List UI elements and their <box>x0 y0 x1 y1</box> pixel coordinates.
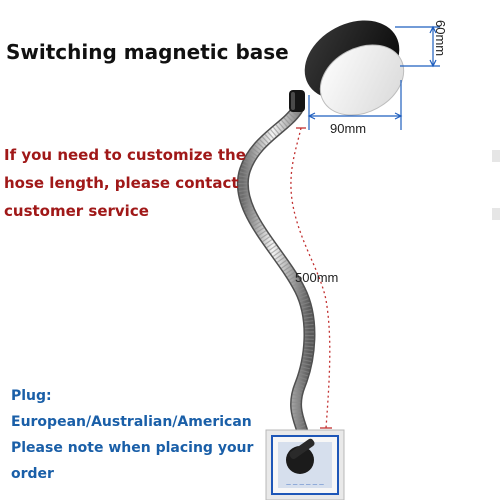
plug-heading: Plug: <box>11 388 52 404</box>
length-dimension-line <box>290 127 332 429</box>
magnetic-base: — — — — — — <box>265 429 345 500</box>
notice-line: hose length, please contact <box>4 174 239 192</box>
lamp-width-label: 90mm <box>330 121 367 136</box>
plug-info: Plug: European/Australian/American Pleas… <box>11 383 276 487</box>
plug-note: order <box>11 466 54 482</box>
height-dimension-line <box>395 25 440 68</box>
plug-note: Please note when placing your <box>11 440 254 456</box>
plug-types: European/Australian/American <box>11 414 252 430</box>
svg-text:— — — — — —: — — — — — — <box>286 482 324 488</box>
width-dimension-line <box>307 80 403 130</box>
lamp-joint <box>289 90 305 112</box>
lamp-head <box>304 20 405 116</box>
gooseneck-hose <box>237 104 316 436</box>
notice-line: If you need to customize the <box>4 146 246 164</box>
edge-marks <box>492 150 500 220</box>
page-title: Switching magnetic base <box>6 40 289 64</box>
lamp-height-label: 60mm <box>433 20 448 57</box>
lamp-lens <box>320 44 404 116</box>
custom-length-notice: If you need to customize the hose length… <box>4 141 249 225</box>
notice-line: customer service <box>4 202 149 220</box>
hose-length-label: 500mm <box>295 270 339 285</box>
